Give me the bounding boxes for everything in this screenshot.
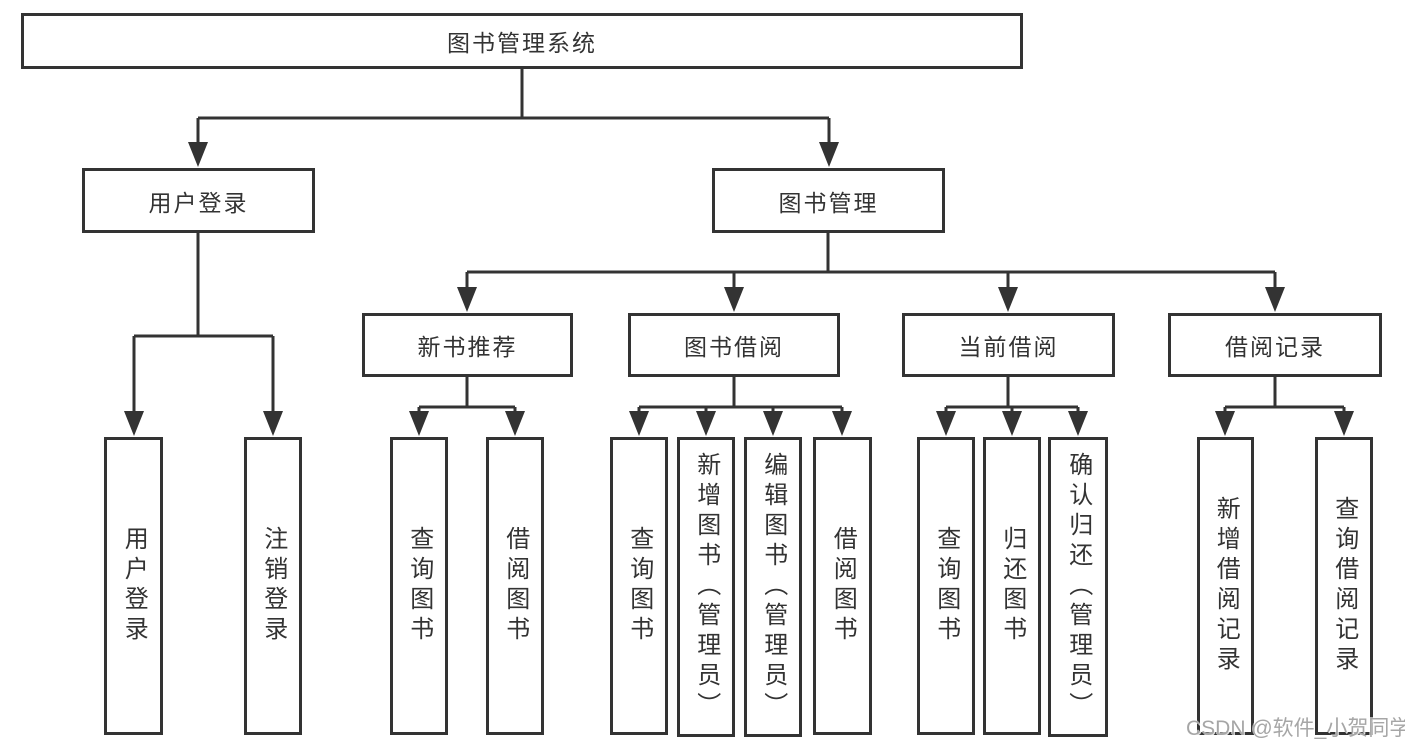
node-label: 归还图书 (998, 526, 1026, 646)
node-book-management-branch: 图书管理 (712, 168, 945, 233)
node-label: 查询图书 (405, 526, 433, 646)
node-label: 用户登录 (148, 189, 249, 216)
node-label: 新书推荐 (417, 334, 518, 360)
arrow-down-icon (1002, 411, 1022, 436)
arrow-down-icon (124, 411, 144, 436)
arrow-down-icon (998, 287, 1018, 312)
arrow-down-icon (819, 142, 839, 167)
node-label: 借阅图书 (501, 526, 529, 646)
node-label: 新增图书（管理员） (692, 452, 720, 722)
arrow-down-icon (188, 142, 208, 167)
node-book-borrowing: 图书借阅 (628, 313, 840, 377)
node-logout-action: 注销登录 (244, 437, 302, 735)
arrow-down-icon (263, 411, 283, 436)
node-nbr-borrow-books: 借阅图书 (486, 437, 544, 735)
node-label: 新增借阅记录 (1212, 496, 1240, 676)
arrow-down-icon (696, 411, 716, 436)
arrow-down-icon (763, 411, 783, 436)
node-user-login-branch: 用户登录 (82, 168, 315, 233)
arrow-down-icon (724, 287, 744, 312)
node-current-borrowing: 当前借阅 (902, 313, 1115, 377)
node-bb-query-books: 查询图书 (610, 437, 668, 735)
arrow-down-icon (457, 287, 477, 312)
node-br-add-record: 新增借阅记录 (1197, 437, 1254, 735)
arrow-down-icon (1334, 411, 1354, 436)
node-label: 注销登录 (259, 526, 287, 646)
arrow-down-icon (936, 411, 956, 436)
node-br-query-record: 查询借阅记录 (1315, 437, 1373, 735)
node-label: 编辑图书（管理员） (759, 452, 787, 722)
node-cb-confirm-return-admin: 确认归还（管理员） (1048, 437, 1108, 737)
arrow-down-icon (1215, 411, 1235, 436)
arrow-down-icon (832, 411, 852, 436)
arrow-down-icon (1265, 287, 1285, 312)
node-new-book-recommendation: 新书推荐 (362, 313, 573, 377)
arrow-down-icon (505, 411, 525, 436)
node-label: 图书管理 (778, 189, 879, 216)
arrow-down-icon (409, 411, 429, 436)
node-label: 当前借阅 (958, 334, 1059, 360)
node-label: 借阅记录 (1225, 334, 1325, 360)
arrow-down-icon (1068, 411, 1088, 436)
node-label: 确认归还（管理员） (1064, 452, 1092, 722)
node-cb-query-books: 查询图书 (917, 437, 975, 735)
node-bb-edit-books-admin: 编辑图书（管理员） (744, 437, 802, 737)
node-borrowing-records: 借阅记录 (1168, 313, 1382, 377)
node-cb-return-books: 归还图书 (983, 437, 1041, 735)
node-label: 图书借阅 (684, 334, 784, 360)
node-user-login-action: 用户登录 (104, 437, 163, 735)
csdn-watermark: CSDN @软件_小贺同学 (1186, 717, 1405, 740)
node-library-management-system: 图书管理系统 (21, 13, 1023, 69)
node-label: 借阅图书 (829, 526, 857, 646)
node-label: 查询图书 (625, 526, 653, 646)
node-nbr-query-books: 查询图书 (390, 437, 448, 735)
node-label: 查询图书 (932, 526, 960, 646)
node-bb-borrow-books: 借阅图书 (813, 437, 872, 735)
node-label: 用户登录 (120, 526, 148, 646)
node-label: 查询借阅记录 (1330, 496, 1358, 676)
node-bb-add-books-admin: 新增图书（管理员） (677, 437, 735, 737)
node-label: 图书管理系统 (447, 30, 597, 56)
arrow-down-icon (629, 411, 649, 436)
